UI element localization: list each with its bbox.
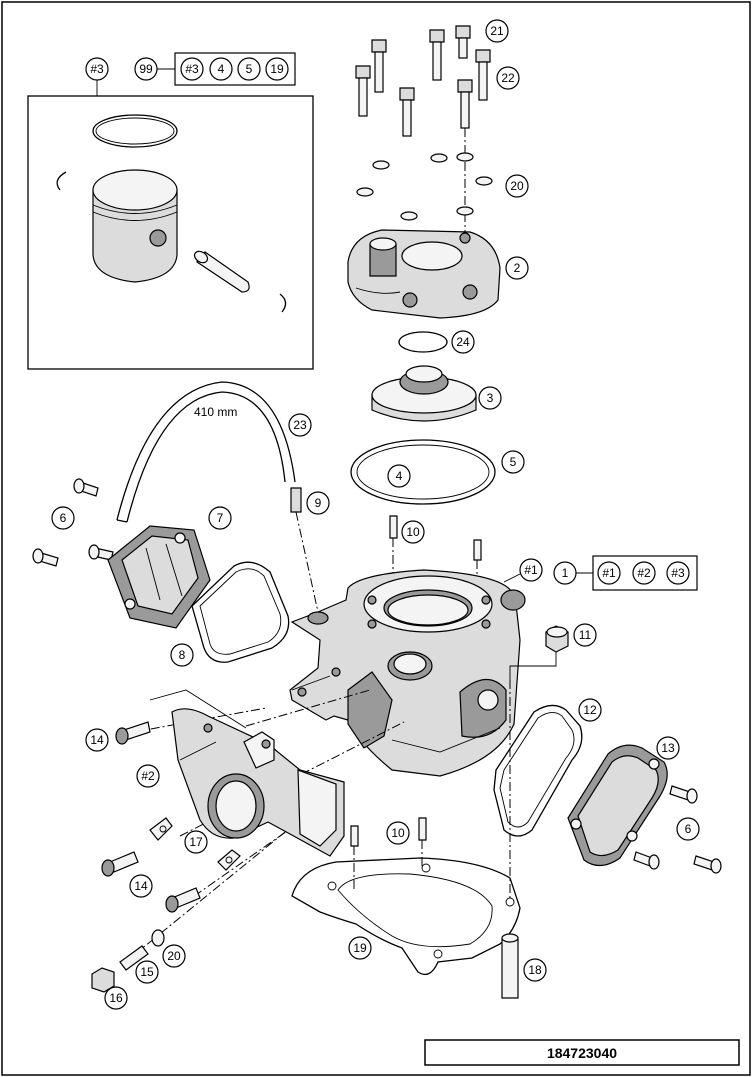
callout-9: 9 — [315, 496, 322, 510]
callout-20-top: 20 — [510, 179, 524, 193]
piston-kit-box — [27, 95, 314, 370]
nut-11 — [545, 625, 569, 653]
drawing-number-box — [424, 1039, 740, 1066]
callout-99: 99 — [139, 62, 153, 76]
callout-4: 4 — [396, 469, 403, 483]
callout-1: 1 — [562, 566, 569, 580]
intake-flange — [171, 708, 345, 857]
callout-14-bottom: 14 — [134, 879, 148, 893]
cylinder-head-icon — [347, 229, 501, 319]
callout-21: 21 — [490, 24, 504, 38]
callout-18: 18 — [528, 963, 542, 977]
callout-24: 24 — [456, 335, 470, 349]
combustion-insert — [371, 365, 477, 422]
callout-7: 7 — [217, 511, 224, 525]
callout-6-left: 6 — [60, 511, 67, 525]
screws-6-left — [32, 478, 114, 567]
callout-12: 12 — [583, 703, 597, 717]
callout-10-top: 10 — [406, 525, 420, 539]
screws-14-bottom — [101, 851, 201, 913]
hose-length-label: 410 mm — [194, 405, 237, 419]
callout-6-right: 6 — [685, 822, 692, 836]
callout-22: 22 — [501, 71, 515, 85]
callout-99-item-5: 5 — [246, 62, 253, 76]
callout-20-bottom: 20 — [167, 949, 181, 963]
callout-3: 3 — [487, 391, 494, 405]
callout-99-item-3hash: #3 — [185, 62, 199, 76]
callout-1hash: #1 — [524, 563, 538, 577]
washer-20-bottom — [151, 929, 165, 947]
gasket-4 — [356, 444, 490, 500]
dowel-upper — [473, 539, 482, 561]
callout-2hash: #2 — [141, 769, 155, 783]
callout-23: 23 — [293, 418, 307, 432]
callout-5: 5 — [510, 455, 517, 469]
callout-1-item-1hash: #1 — [602, 566, 616, 580]
sleeve-18 — [501, 933, 519, 999]
o-ring-24 — [398, 331, 448, 353]
exhaust-cover-7 — [107, 525, 211, 629]
callout-10-bottom: 10 — [391, 826, 405, 840]
callout-2: 2 — [514, 261, 521, 275]
callout-13: 13 — [661, 741, 675, 755]
nipple-9 — [290, 487, 302, 513]
callout-15: 15 — [140, 965, 154, 979]
gasket-8 — [191, 561, 290, 663]
screw-14-top — [115, 721, 151, 745]
callout-14-top: 14 — [90, 733, 104, 747]
callout-1-item-2hash: #2 — [637, 566, 651, 580]
callout-16: 16 — [109, 991, 123, 1005]
clamp-plates-17 — [149, 817, 241, 871]
callout-1-item-3hash: #3 — [671, 566, 685, 580]
gasket-12 — [493, 704, 583, 837]
piston-icon — [56, 114, 287, 313]
callout-11: 11 — [579, 628, 592, 642]
dowel-10-bottom — [418, 817, 427, 841]
washers-20 — [356, 152, 493, 221]
callout-19: 19 — [353, 941, 367, 955]
callout-99-item-19: 19 — [270, 62, 284, 76]
cover-13 — [567, 744, 668, 867]
drawing-number: 184723040 — [547, 1045, 617, 1061]
callout-3hash-top: #3 — [90, 62, 104, 76]
nut-16 — [91, 967, 115, 993]
cylinder-icon — [289, 569, 526, 777]
callout-8: 8 — [179, 648, 186, 662]
dowel-10-top — [389, 515, 398, 539]
screws-6-right — [633, 785, 722, 874]
base-gasket-19 — [291, 857, 521, 976]
hose-23 — [116, 381, 296, 523]
callout-99-item-4: 4 — [218, 62, 225, 76]
head-bolts — [355, 25, 491, 137]
callout-17: 17 — [189, 835, 203, 849]
stud-15 — [119, 945, 149, 971]
gasket-5 — [350, 439, 496, 505]
